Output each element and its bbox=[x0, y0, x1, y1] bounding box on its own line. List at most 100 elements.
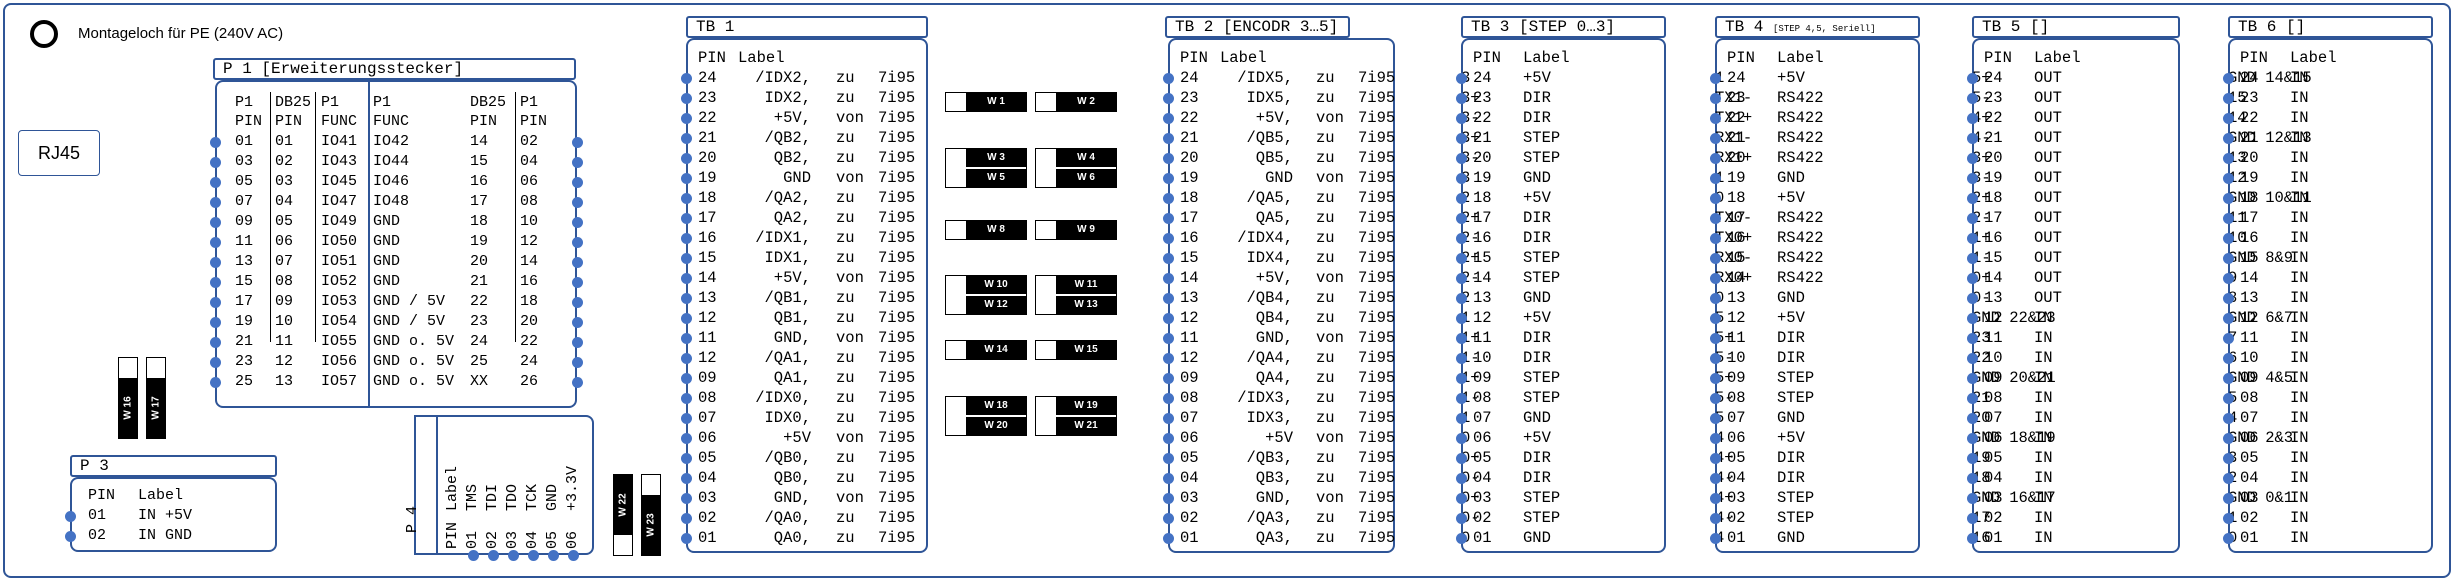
pin-dot bbox=[1966, 112, 1978, 124]
tb3-cell: STEP bbox=[1523, 369, 1561, 387]
pin-dot bbox=[1455, 392, 1467, 404]
p1-cell: GND bbox=[373, 233, 401, 250]
tb5-cell: 11 bbox=[1984, 329, 2003, 347]
tb4-terminal bbox=[1715, 38, 1920, 553]
pin-dot bbox=[2222, 92, 2234, 104]
pin-dot bbox=[209, 256, 221, 268]
tb2-cell: 7i95 bbox=[1358, 529, 1396, 547]
p1-cell: IO45 bbox=[321, 173, 358, 190]
p1-cell: IO42 bbox=[373, 133, 410, 150]
tb5-cell: 15 bbox=[1984, 249, 2003, 267]
tb6-cell: IN bbox=[2290, 209, 2309, 227]
tb2-header-cell: PIN bbox=[1180, 49, 1208, 67]
tb1-cell: 23 bbox=[698, 89, 717, 107]
tb2-cell: +5V bbox=[1265, 429, 1293, 447]
tb6-cell: 04 bbox=[2240, 469, 2259, 487]
tb3-cell: 04 bbox=[1473, 469, 1492, 487]
tb5-cell: 16 bbox=[1984, 229, 2003, 247]
tb4-cell: 24 bbox=[1727, 69, 1746, 87]
p1-cell: 06 bbox=[275, 233, 294, 250]
tb2-cell: +5V, bbox=[1255, 109, 1293, 127]
tb1-cell: 13 bbox=[698, 289, 717, 307]
tb2-cell: 12 bbox=[1180, 309, 1199, 327]
tb1-cell: zu bbox=[836, 189, 855, 207]
tb4-cell: 06 bbox=[1727, 429, 1746, 447]
tb1-cell: 7i95 bbox=[878, 489, 916, 507]
pin-dot bbox=[571, 196, 583, 208]
tb2-cell: zu bbox=[1316, 189, 1335, 207]
tb5-cell: 07 bbox=[1984, 409, 2003, 427]
tb3-cell: 21 bbox=[1473, 129, 1492, 147]
pin-dot bbox=[507, 549, 519, 561]
tb6-cell: IN bbox=[2290, 229, 2309, 247]
jumper-w5: W 5 bbox=[966, 169, 1026, 187]
p1-cell: IO41 bbox=[321, 133, 358, 150]
pin-dot bbox=[2222, 432, 2234, 444]
tb4-cell: 03 bbox=[1727, 489, 1746, 507]
tb4-cell: 18 bbox=[1727, 189, 1746, 207]
p1-cell: 12 bbox=[275, 353, 294, 370]
tb1-cell: 05 bbox=[698, 449, 717, 467]
tb1-cell: /QB0, bbox=[764, 449, 811, 467]
tb3-cell: 23 bbox=[1473, 89, 1492, 107]
tb5-cell: 2+ bbox=[1972, 189, 1991, 207]
pin-dot bbox=[571, 336, 583, 348]
tb3-terminal bbox=[1461, 38, 1666, 553]
pin-dot bbox=[1455, 452, 1467, 464]
pin-dot bbox=[571, 236, 583, 248]
tb3-cell: 3- bbox=[1461, 109, 1480, 127]
tb2-cell: 7i95 bbox=[1358, 429, 1396, 447]
tb2-cell: 24 bbox=[1180, 69, 1199, 87]
p4-signal-label: TDO bbox=[504, 483, 521, 511]
tb2-cell: von bbox=[1316, 169, 1344, 187]
pin-dot bbox=[680, 372, 692, 384]
tb2-cell: zu bbox=[1316, 389, 1335, 407]
table-row: 13GND2 bbox=[1461, 288, 1711, 308]
tb6-cell: 09 bbox=[2240, 369, 2259, 387]
tb1-cell: von bbox=[836, 169, 864, 187]
p1-header-top: DB25 bbox=[470, 94, 507, 111]
tb3-header-cell: PIN bbox=[1473, 49, 1501, 67]
tb2-cell: IDX5, bbox=[1246, 89, 1293, 107]
tb5-cell: OUT bbox=[2034, 149, 2062, 167]
tb4-cell: DIR bbox=[1777, 349, 1805, 367]
p1-cell: 20 bbox=[470, 253, 489, 270]
tb2-cell: zu bbox=[1316, 469, 1335, 487]
tb6-cell: 13 bbox=[2240, 289, 2259, 307]
tb5-cell: OUT bbox=[2034, 109, 2062, 127]
p4-pin-label: 05 bbox=[544, 530, 561, 549]
pin-dot bbox=[1966, 152, 1978, 164]
pin-dot bbox=[2222, 172, 2234, 184]
tb1-cell: zu bbox=[836, 509, 855, 527]
tb1-cell: zu bbox=[836, 369, 855, 387]
pin-dot bbox=[1162, 532, 1174, 544]
tb6-cell: 16 bbox=[2240, 229, 2259, 247]
pin-dot bbox=[209, 296, 221, 308]
pin-dot bbox=[680, 132, 692, 144]
pin-dot bbox=[1455, 352, 1467, 364]
tb1-cell: 11 bbox=[698, 329, 717, 347]
tb3-cell: DIR bbox=[1523, 109, 1551, 127]
tb4-cell: 15 bbox=[1727, 249, 1746, 267]
tb5-cell: 20 bbox=[1984, 149, 2003, 167]
p4-pin-label: 06 bbox=[564, 530, 581, 549]
pin-dot bbox=[1162, 392, 1174, 404]
pin-dot bbox=[1162, 252, 1174, 264]
tb4-cell: DIR bbox=[1777, 449, 1805, 467]
p1-cell: 22 bbox=[520, 333, 539, 350]
pin-dot bbox=[1455, 192, 1467, 204]
p4-signal-label: TCK bbox=[524, 483, 541, 511]
p1-cell: 08 bbox=[520, 193, 539, 210]
p1-column-divider bbox=[315, 92, 316, 342]
